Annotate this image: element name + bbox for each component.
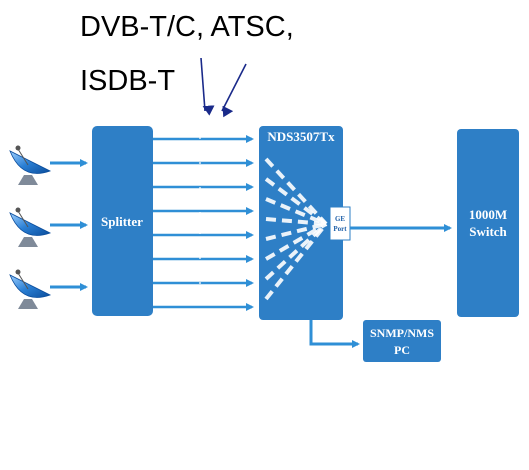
switch-label-line1: 1000M	[469, 207, 507, 222]
channel-first-label: DVB-S/S2... 1	[165, 126, 223, 137]
pointer-arrow-left	[200, 57, 215, 116]
fan-dash-line	[265, 222, 327, 241]
ge-port-label-bottom: Port	[333, 225, 347, 233]
ip-output-label: IP Output	[373, 213, 421, 225]
fan-dash-line	[264, 177, 328, 226]
splitter-label: Splitter	[101, 214, 143, 229]
satellite-dish-icon	[9, 207, 88, 247]
fan-dash-line	[265, 217, 327, 226]
switch-label-line2: Switch	[469, 224, 507, 239]
ge-port	[329, 206, 351, 241]
pc-connector	[309, 320, 360, 348]
channel-last-label: DVB-S/S2... 8	[165, 295, 223, 306]
splitter-box	[92, 126, 153, 316]
header-line-1: DVB-T/C, ATSC,	[80, 11, 294, 43]
fan-dash-line	[264, 222, 328, 261]
pc-label-line1: SNMP/NMS	[370, 326, 434, 340]
pc-label-line2: PC	[394, 343, 410, 357]
device-label: NDS3507Tx	[267, 129, 335, 144]
pc-box	[363, 320, 441, 362]
fan-dash-line	[265, 197, 327, 226]
ip-output-channels: 1,2,3,4,5,6,7,8	[368, 231, 426, 242]
switch-box	[457, 129, 519, 317]
satellite-dish-icon	[9, 145, 88, 185]
fan-dash-line	[264, 157, 328, 226]
pointer-arrow-right	[221, 63, 247, 118]
ge-port-label-top: GE	[335, 215, 345, 223]
fan-dash-line	[264, 222, 328, 301]
fan-dash-line	[264, 222, 328, 281]
satellite-dish-icon	[9, 269, 88, 309]
header-line-2: ISDB-T	[80, 65, 175, 97]
